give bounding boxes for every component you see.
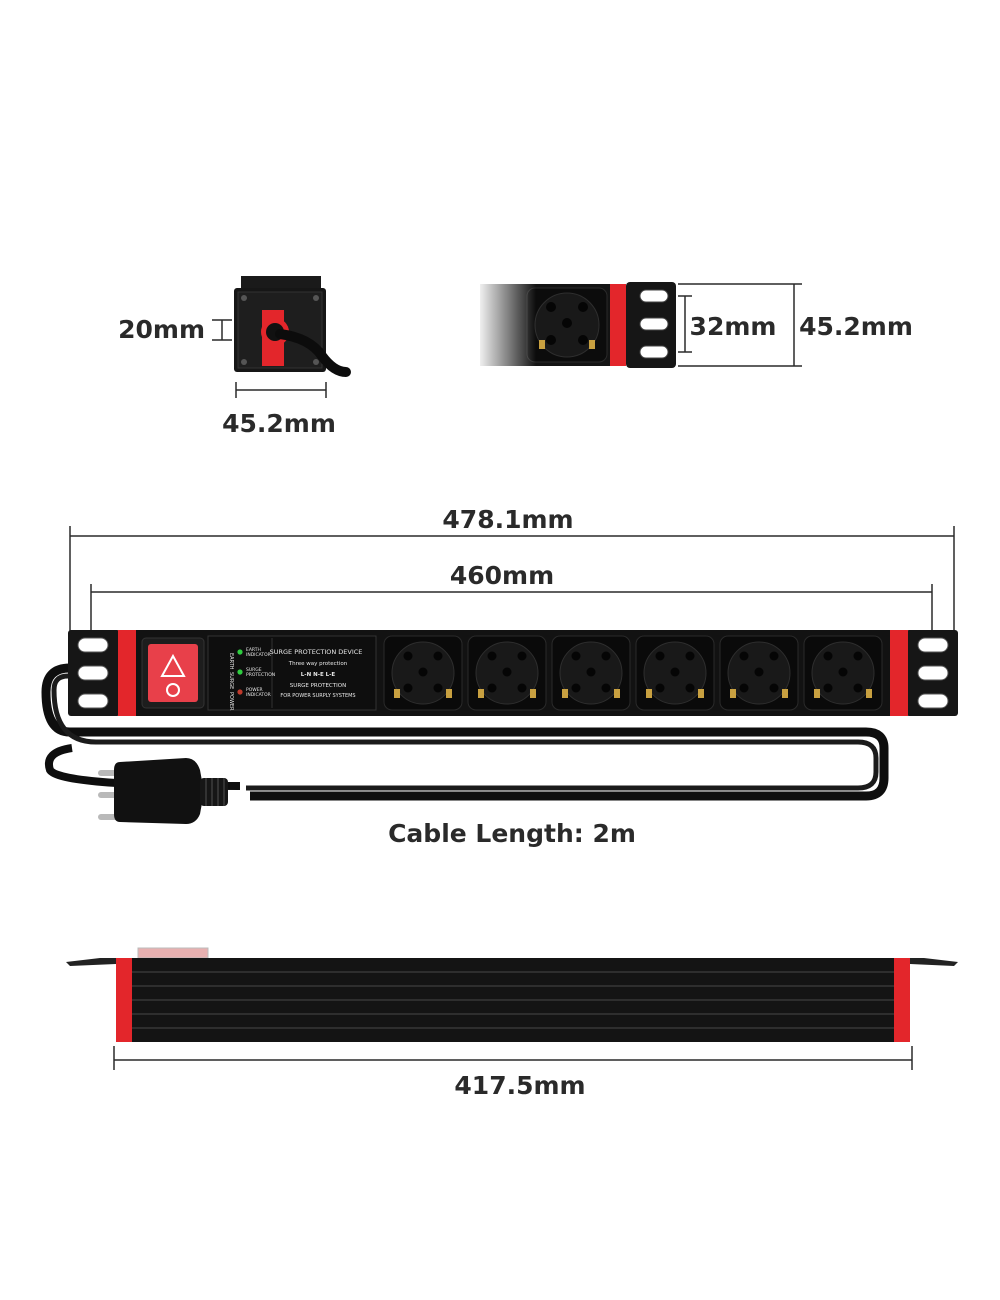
bracket-height-dimension: 45.2mm — [678, 283, 913, 367]
bracket-height-label: 45.2mm — [799, 312, 913, 341]
earth-indicator-led — [237, 649, 243, 655]
body-length-dimension: 417.5mm — [113, 1046, 913, 1100]
outlets — [383, 635, 883, 711]
panel-title: SURGE PROTECTION DEVICE — [270, 648, 363, 656]
end-depth-label: 20mm — [118, 315, 205, 344]
panel-line-3: L-N N-E L-E — [301, 672, 336, 678]
outlet-socket — [635, 635, 715, 711]
pdu-front: EARTH SURGE POWER EARTH INDICATOR SURGE … — [68, 630, 958, 716]
earth-indicator-label-2: INDICATOR — [246, 652, 271, 658]
hole-spacing-label: 32mm — [690, 312, 777, 341]
total-length-dimension: 478.1mm — [69, 505, 955, 632]
power-indicator-label-2: INDICATOR — [246, 692, 271, 698]
panel-side-label-power: POWER — [228, 692, 234, 711]
panel-line-4: SURGE PROTECTION — [290, 683, 346, 689]
bracket-detail — [476, 280, 676, 372]
socket-detail — [526, 287, 608, 363]
mount-length-label: 460mm — [450, 561, 554, 590]
outlet-socket — [551, 635, 631, 711]
panel-line-5: FOR POWER SURPLY SYSTEMS — [280, 693, 355, 699]
total-length-label: 478.1mm — [442, 505, 573, 534]
surge-indicator-label-1: SURGE — [246, 667, 262, 673]
surge-indicator-label-2: PROTECTION — [246, 672, 275, 678]
mount-length-dimension: 460mm — [90, 561, 933, 632]
surge-indicator-led — [237, 669, 243, 675]
end-width-label: 45.2mm — [222, 409, 336, 438]
power-indicator-label-1: POWER — [246, 687, 263, 693]
outlet-socket — [467, 635, 547, 711]
panel-side-label-surge: SURGE — [228, 672, 234, 689]
end-depth-dimension: 20mm — [118, 315, 232, 344]
outlet-socket — [803, 635, 883, 711]
hole-spacing-dimension: 32mm — [678, 295, 777, 353]
plug — [98, 758, 228, 824]
body-length-label: 417.5mm — [454, 1071, 585, 1100]
end-view — [234, 276, 351, 377]
outlet-socket — [719, 635, 799, 711]
cable-length-label: Cable Length: 2m — [388, 819, 636, 848]
indicator-panel: EARTH SURGE POWER EARTH INDICATOR SURGE … — [207, 635, 377, 711]
power-indicator-led — [237, 689, 243, 695]
end-width-dimension: 45.2mm — [222, 382, 336, 438]
panel-line-2: Three way protection — [288, 661, 348, 667]
power-switch[interactable] — [141, 637, 205, 709]
pdu-side-view — [66, 947, 958, 1042]
earth-indicator-label-1: EARTH — [246, 647, 261, 653]
panel-side-label-earth: EARTH — [228, 653, 234, 670]
outlet-socket — [383, 635, 463, 711]
